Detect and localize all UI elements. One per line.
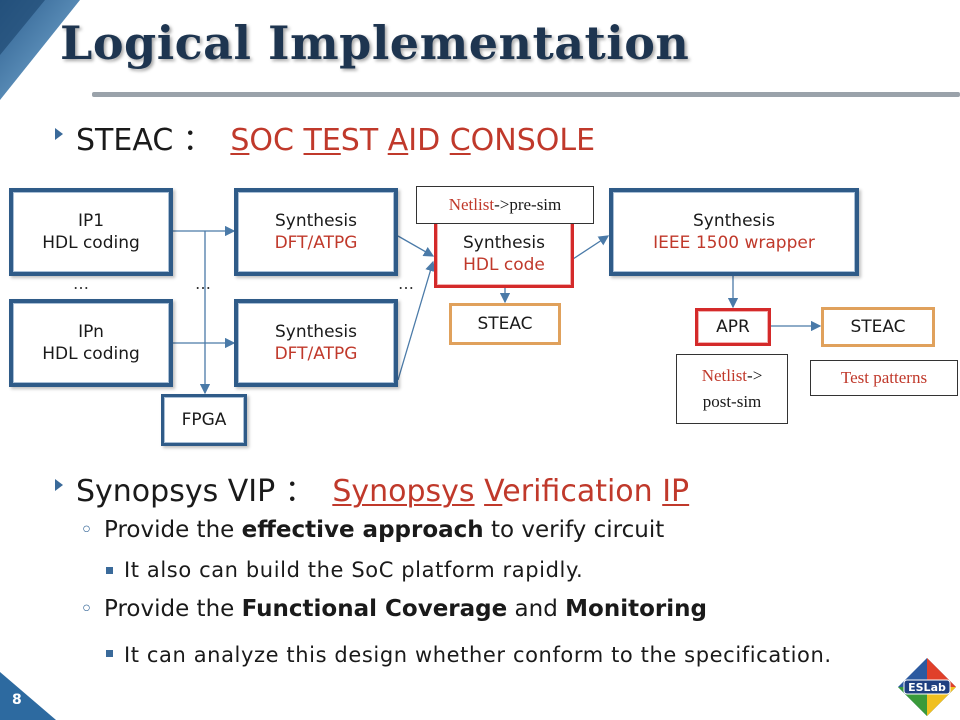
sub1-bold: effective approach	[241, 517, 484, 543]
sub2-mid: and	[507, 596, 566, 622]
note-post-sim: Netlist-> post-sim	[676, 354, 788, 424]
synth-hdl-label: Synthesis	[463, 232, 545, 253]
synth1-sublabel: DFT/ATPG	[274, 233, 358, 253]
synth-hdl-sublabel: HDL code	[463, 255, 545, 275]
eslab-logo-text: ESLab	[908, 681, 946, 694]
synthn-label: Synthesis	[275, 321, 357, 342]
eslab-logo: ESLab	[898, 658, 956, 716]
ellipsis-col3: …	[398, 274, 414, 293]
note-test-patterns: Test patterns	[810, 360, 958, 396]
box-synthesis-dft-atpg-1: Synthesis DFT/ATPG	[234, 188, 398, 276]
sub1-pre: Provide the	[104, 517, 242, 543]
box-ipn-hdl-coding: IPn HDL coding	[9, 299, 173, 387]
synth1-label: Synthesis	[275, 210, 357, 231]
synth-ieee-label: Synthesis	[693, 210, 775, 231]
page-number: 8	[12, 692, 22, 708]
note-post-sim-text: post-sim	[702, 392, 762, 411]
page-title: Logical Implementation	[60, 16, 690, 70]
steac-word-oc: OC	[249, 123, 304, 158]
vip-prefix: Synopsys VIP ：	[76, 474, 315, 509]
steac-mid-label: STEAC	[477, 313, 533, 334]
corner-decoration-bottom-left	[0, 672, 56, 720]
bullet-steac: STEAC ： SOC TEST AID CONSOLE	[76, 115, 595, 159]
sub2-bold2: Monitoring	[565, 596, 707, 622]
bullet-arrow-icon	[55, 128, 63, 140]
ip1-sublabel: HDL coding	[42, 233, 140, 253]
steac-letter-c: C	[449, 123, 471, 158]
ellipsis-col1: …	[73, 274, 89, 293]
ellipsis-col2: …	[195, 274, 211, 293]
box-synthesis-ieee1500: Synthesis IEEE 1500 wrapper	[609, 188, 859, 276]
box-fpga: FPGA	[161, 394, 247, 446]
note-pre-sim: Netlist->pre-sim	[416, 186, 594, 224]
sub-bullet-ring-icon: ◦	[80, 518, 93, 543]
detail-soc-platform: It also can build the SoC platform rapid…	[124, 558, 584, 582]
note-post-sim-netlist: Netlist	[701, 366, 748, 385]
steac-letter-a: A	[387, 123, 409, 158]
sub-bullet-functional-coverage: Provide the Functional Coverage and Moni…	[104, 596, 707, 622]
sub-bullet-ring-icon: ◦	[80, 597, 93, 622]
box-steac-mid: STEAC	[449, 303, 561, 345]
note-pre-sim-netlist: Netlist	[448, 195, 495, 214]
box-synthesis-hdl-code: Synthesis HDL code	[434, 220, 574, 288]
steac-right-label: STEAC	[850, 316, 906, 337]
sub-bullet-effective-approach: Provide the effective approach to verify…	[104, 517, 664, 543]
synth-ieee-sublabel: IEEE 1500 wrapper	[653, 233, 815, 253]
sub2-bold1: Functional Coverage	[241, 596, 508, 622]
detail-analyze-specification: It can analyze this design whether confo…	[124, 643, 832, 667]
fpga-label: FPGA	[181, 409, 227, 430]
steac-prefix: STEAC ：	[76, 123, 213, 158]
box-apr: APR	[695, 308, 771, 346]
bullet-synopsys-vip: Synopsys VIP ： Synopsys Verification IP	[76, 466, 689, 510]
box-steac-right: STEAC	[821, 307, 935, 347]
sub2-pre: Provide the	[104, 596, 242, 622]
steac-word-id: ID	[408, 123, 450, 158]
ip1-label: IP1	[77, 210, 105, 231]
steac-word-st: ST	[340, 123, 388, 158]
ipn-label: IPn	[78, 321, 104, 342]
steac-letter-te: TE	[303, 123, 341, 158]
synthn-sublabel: DFT/ATPG	[274, 344, 358, 364]
steac-word-onsole: ONSOLE	[470, 123, 596, 158]
sub1-post: to verify circuit	[483, 517, 665, 543]
box-ip1-hdl-coding: IP1 HDL coding	[9, 188, 173, 276]
vip-letter-v: V	[484, 474, 503, 509]
apr-label: APR	[716, 316, 750, 337]
box-synthesis-dft-atpg-n: Synthesis DFT/ATPG	[234, 299, 398, 387]
bullet-arrow-icon	[55, 479, 63, 491]
square-bullet-icon	[106, 650, 113, 657]
vip-word-synopsys: Synopsys	[332, 474, 475, 509]
ipn-sublabel: HDL coding	[42, 344, 140, 364]
corner-decoration-top-left	[0, 0, 80, 100]
vip-word-ip: IP	[662, 474, 690, 509]
note-pre-sim-text: ->pre-sim	[494, 195, 562, 214]
steac-letter-s: S	[230, 123, 250, 158]
square-bullet-icon	[106, 567, 113, 574]
title-divider	[92, 92, 960, 97]
note-post-sim-arrow: ->	[747, 366, 763, 385]
vip-word-erification: erification	[502, 474, 663, 509]
